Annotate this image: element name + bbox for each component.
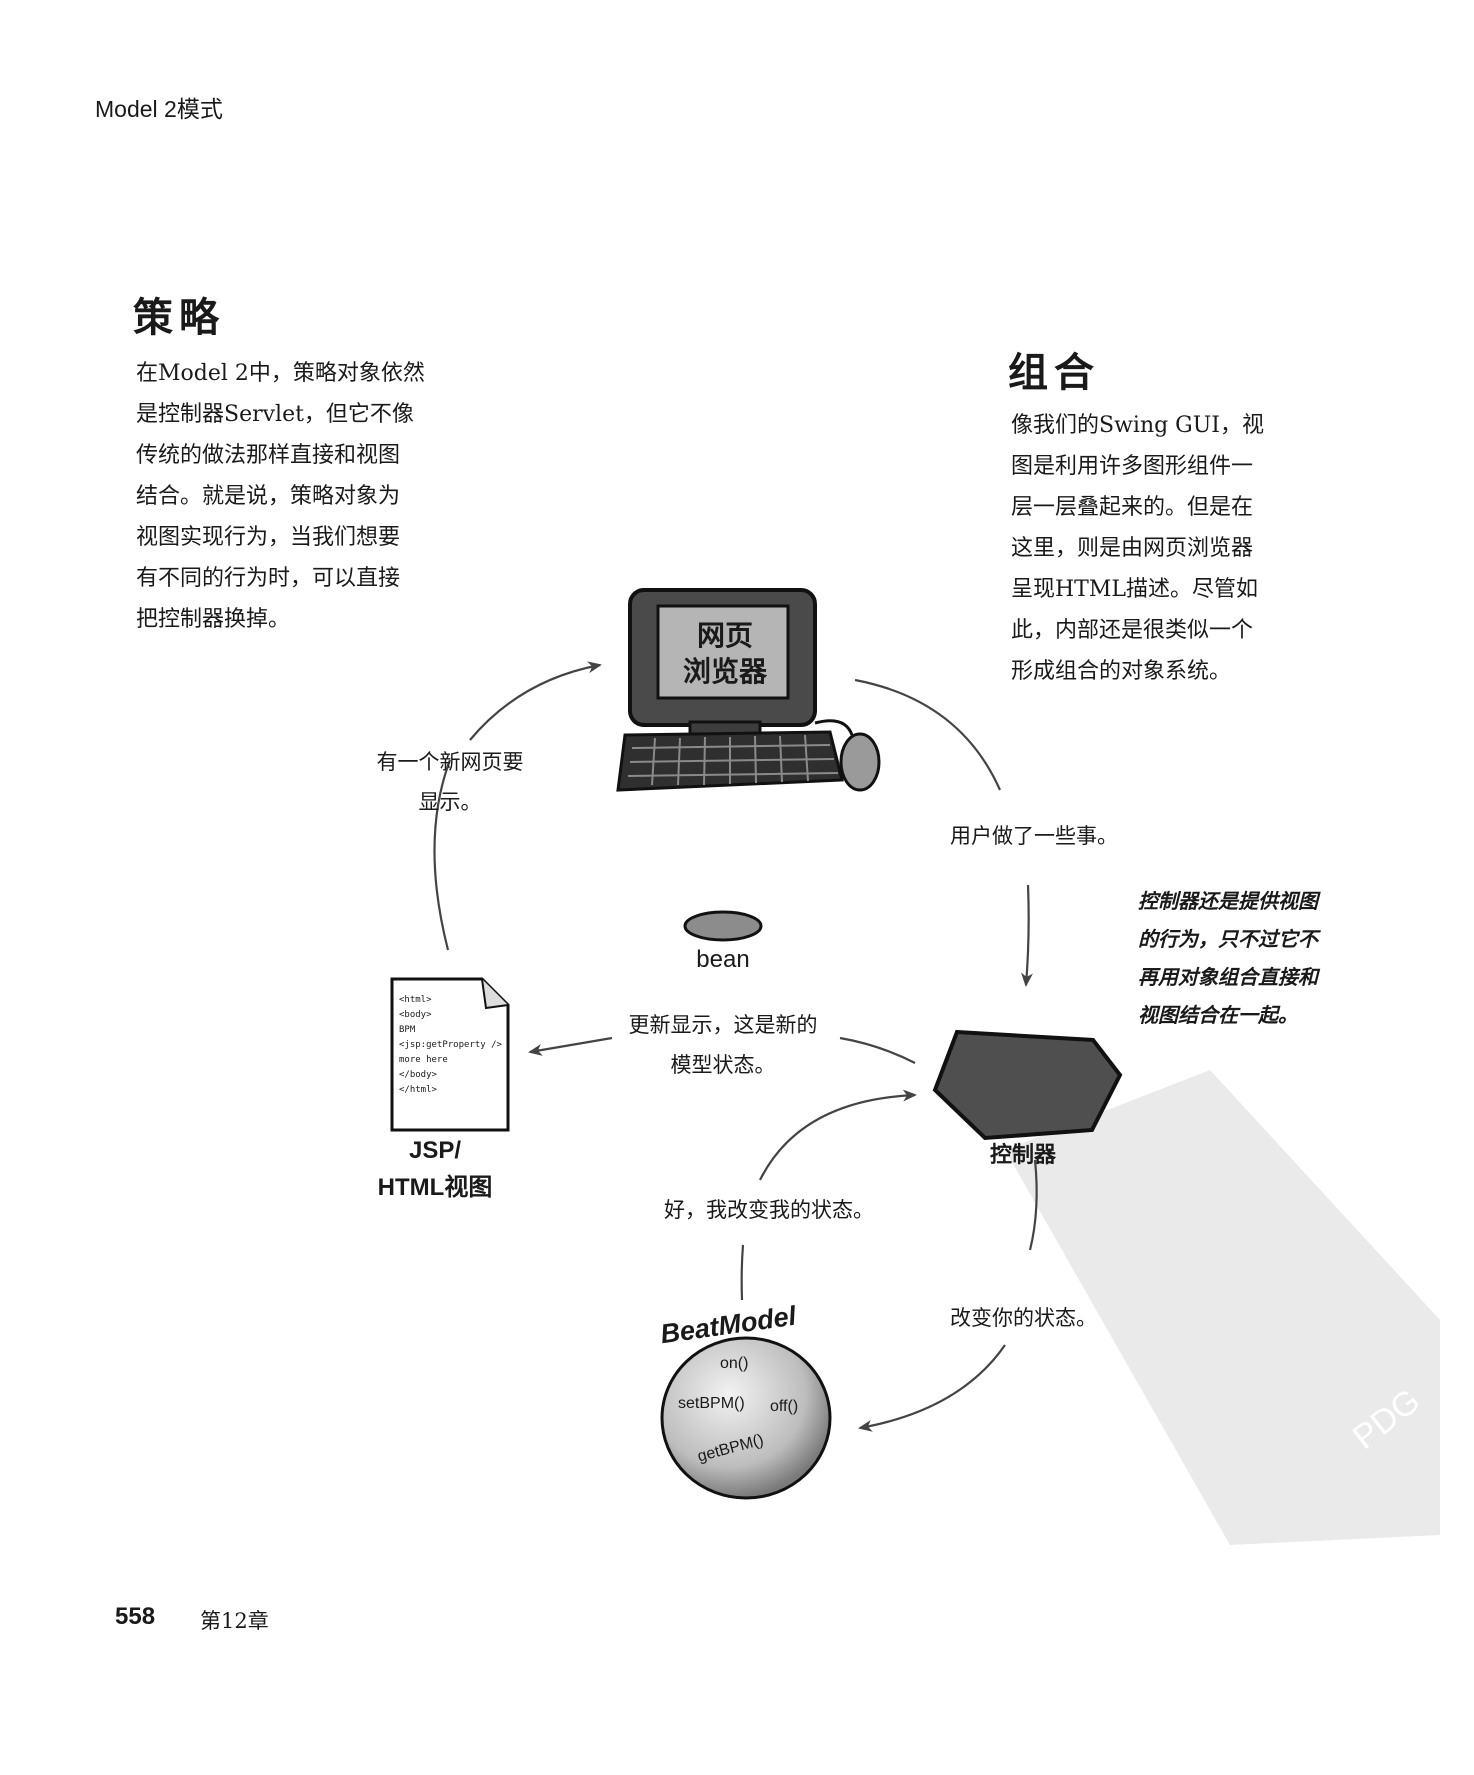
jsp-label-line: HTML视图 xyxy=(377,1174,493,1201)
arrow-controller-to-update xyxy=(839,1036,916,1064)
arrow-new-page xyxy=(469,661,602,741)
strategy-line: 有不同的行为时，可以直接 xyxy=(136,566,401,591)
arrow-controller-down xyxy=(1028,1159,1038,1251)
beat-model-sphere xyxy=(660,1336,832,1500)
arrow-model-to-controller xyxy=(759,1089,917,1181)
strategy-paragraph: 在Model 2中，策略对象依然 是控制器Servlet，但它不像 传统的做法那… xyxy=(136,353,425,640)
strategy-heading: 策略 xyxy=(133,294,225,341)
bean-icon xyxy=(683,910,763,942)
strategy-line: 是控制器Servlet，但它不像 xyxy=(136,402,414,427)
composite-line: 这里，则是由网页浏览器 xyxy=(1011,536,1254,561)
composite-line: 层一层叠起来的。但是在 xyxy=(1011,495,1254,520)
composite-line: 此，内部还是很类似一个 xyxy=(1011,618,1254,643)
jsp-label-line: JSP/ xyxy=(408,1137,462,1164)
arrow-model-up xyxy=(740,1244,745,1301)
composite-line: 图是利用许多图形组件一 xyxy=(1011,454,1254,479)
new-page-line: 有一个新网页要 xyxy=(376,750,524,774)
strategy-line: 视图实现行为，当我们想要 xyxy=(136,525,401,550)
browser-label-line: 浏览器 xyxy=(682,655,767,688)
note-line: 视图结合在一起。 xyxy=(1138,1003,1298,1027)
composite-line: 呈现HTML描述。尽管如 xyxy=(1011,577,1258,602)
controller-icon xyxy=(932,1029,1123,1141)
browser-computer-icon xyxy=(616,588,881,792)
browser-label-line: 网页 xyxy=(696,619,753,652)
update-line: 更新显示，这是新的 xyxy=(628,1013,818,1037)
controller-note: 控制器还是提供视图 的行为，只不过它不 再用对象组合直接和 视图结合在一起。 xyxy=(1138,882,1318,1034)
jsp-code: <html> <body> BPM <jsp:getProperty /> mo… xyxy=(399,993,502,1098)
strategy-line: 把控制器换掉。 xyxy=(136,607,291,632)
note-line: 的行为，只不过它不 xyxy=(1138,927,1318,951)
arrow-view-to-browser xyxy=(433,759,452,951)
watermark-seal xyxy=(1005,1070,1440,1545)
jsp-code-line: <html> xyxy=(399,995,432,1005)
jsp-code-line: BPM xyxy=(399,1025,416,1035)
strategy-line: 结合。就是说，策略对象为 xyxy=(136,484,401,509)
composite-line: 形成组合的对象系统。 xyxy=(1011,659,1232,684)
change-state-label: 改变你的状态。 xyxy=(950,1306,1097,1330)
model-method-on: on() xyxy=(720,1355,749,1372)
update-line: 模型状态。 xyxy=(670,1053,776,1077)
composite-heading: 组合 xyxy=(1008,349,1100,396)
jsp-code-line: more here xyxy=(399,1055,448,1065)
browser-label: 网页 浏览器 xyxy=(650,618,800,690)
bean-label: bean xyxy=(696,946,750,973)
chapter-label: 第12章 xyxy=(200,1609,269,1633)
jsp-document-icon xyxy=(390,977,510,1132)
note-line: 控制器还是提供视图 xyxy=(1138,889,1318,913)
jsp-code-line: </body> xyxy=(399,1070,437,1080)
strategy-line: 在Model 2中，策略对象依然 xyxy=(136,361,425,386)
ok-change-label: 好，我改变我的状态。 xyxy=(664,1198,874,1222)
jsp-label: JSP/ HTML视图 xyxy=(360,1132,510,1206)
user-did-label: 用户做了一些事。 xyxy=(950,824,1118,848)
arrow-update-view xyxy=(528,1036,613,1056)
page-number: 558 xyxy=(115,1603,156,1630)
composite-paragraph: 像我们的Swing GUI，视 图是利用许多图形组件一 层一层叠起来的。但是在 … xyxy=(1011,405,1264,692)
update-label: 更新显示，这是新的 模型状态。 xyxy=(608,1005,838,1085)
composite-line: 像我们的Swing GUI，视 xyxy=(1011,413,1264,438)
model-method-setbpm: setBPM() xyxy=(678,1395,745,1412)
model-method-off: off() xyxy=(770,1398,799,1415)
note-line: 再用对象组合直接和 xyxy=(1138,965,1318,989)
controller-label: 控制器 xyxy=(990,1142,1057,1167)
jsp-code-line: <body> xyxy=(399,1010,432,1020)
new-page-label: 有一个新网页要 显示。 xyxy=(355,742,545,822)
arrow-change-state xyxy=(858,1344,1006,1432)
jsp-code-line: <jsp:getProperty /> xyxy=(399,1040,502,1050)
arrow-user-to-controller xyxy=(1020,884,1033,987)
arrow-browser-to-user-action xyxy=(854,678,1002,791)
running-header: Model 2模式 xyxy=(95,96,223,122)
jsp-code-line: </html> xyxy=(399,1085,437,1095)
strategy-line: 传统的做法那样直接和视图 xyxy=(136,443,401,468)
new-page-line: 显示。 xyxy=(418,790,482,814)
